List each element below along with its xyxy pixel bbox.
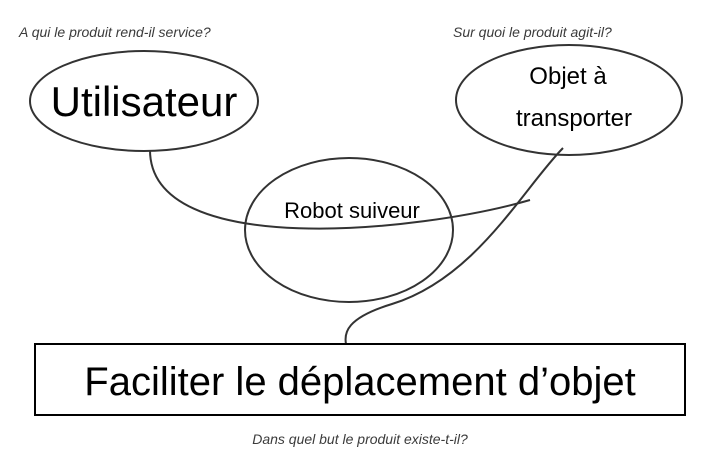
function-label: Faciliter le déplacement d’objet	[84, 360, 635, 404]
question-purpose: Dans quel but le produit existe-t-il?	[252, 431, 468, 447]
connector-object-to-function	[344, 147, 564, 345]
function-box	[34, 343, 686, 416]
connector-user-to-object	[149, 149, 531, 230]
question-on-what: Sur quoi le produit agit-il?	[453, 24, 612, 40]
object-ellipse	[455, 44, 683, 156]
question-who: A qui le produit rend-il service?	[18, 24, 211, 40]
product-ellipse	[244, 157, 454, 303]
user-ellipse	[29, 50, 259, 152]
user-label: Utilisateur	[51, 78, 238, 125]
object-label-line2: transporter	[516, 105, 632, 132]
product-label: Robot suiveur	[284, 198, 420, 223]
object-label-line1: Objet à	[529, 63, 607, 90]
